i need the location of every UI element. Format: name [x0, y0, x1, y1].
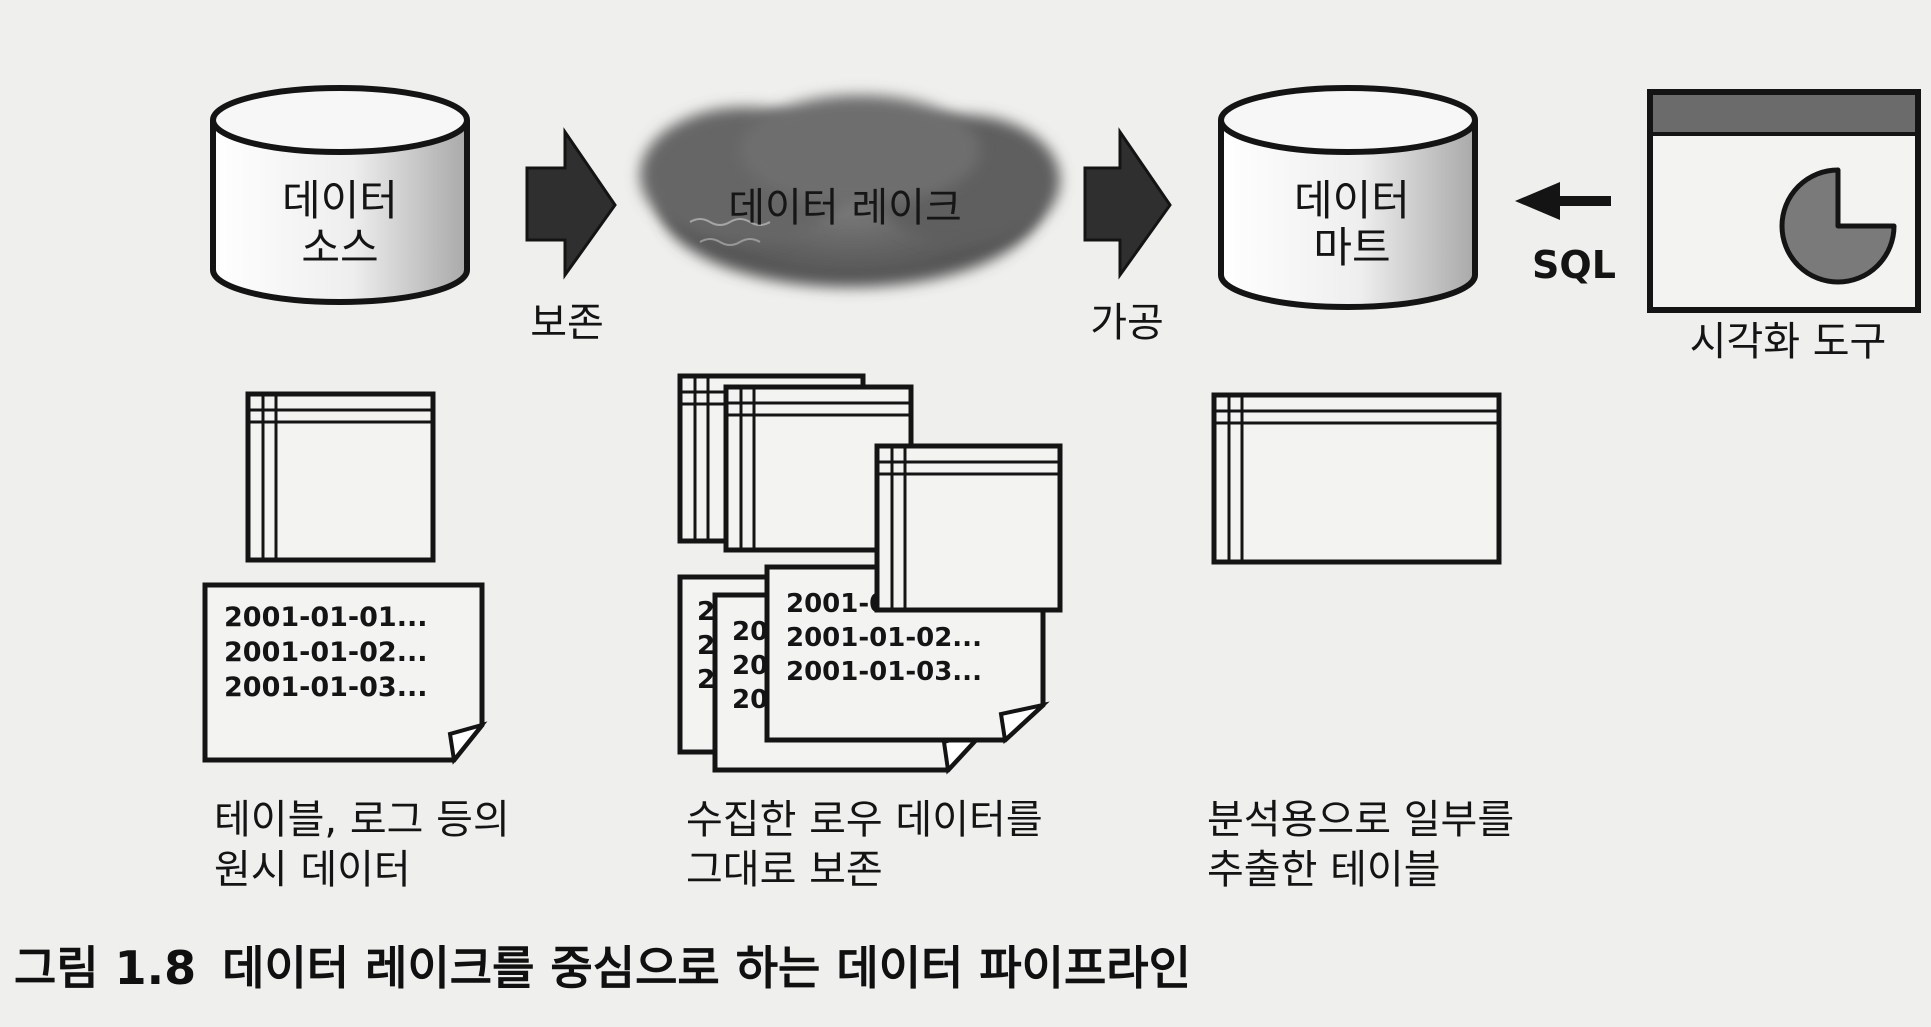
data-mart-label-line2: 마트	[1313, 223, 1390, 272]
source-caption-line1: 테이블, 로그 등의	[214, 797, 510, 843]
data-mart-cylinder: 데이터 마트	[1218, 85, 1478, 310]
lake-caption: 수집한 로우 데이터를 그대로 보존	[686, 795, 1043, 895]
log-fragment: 2	[697, 665, 715, 695]
log-fragment: 20	[732, 685, 768, 715]
data-lake-cloud: 데이터 레이크	[640, 95, 1060, 287]
data-source-label-line1: 데이터	[282, 176, 398, 225]
pie-chart-icon	[1779, 167, 1897, 285]
log-line: 2001-0	[786, 589, 887, 619]
log-line: 2001-01-02...	[224, 637, 427, 668]
log-fragment: 20	[732, 651, 768, 681]
process-arrow	[1083, 127, 1172, 280]
sql-arrow-label: SQL	[1532, 243, 1616, 287]
log-line: 2001-01-01...	[224, 602, 427, 633]
lake-stacked-logs-icon: 2 2 2 20 20 20 2001-0 2001-01-02... 2001…	[677, 443, 1063, 775]
mart-caption: 분석용으로 일부를 추출한 테이블	[1207, 795, 1514, 895]
source-caption-line2: 원시 데이터	[214, 847, 411, 893]
visualization-tool-label: 시각화 도구	[1690, 319, 1887, 365]
figure-caption: 그림 1.8 데이터 레이크를 중심으로 하는 데이터 파이프라인	[14, 938, 1191, 998]
figure-number: 그림 1.8	[14, 941, 197, 995]
store-arrow	[525, 127, 617, 280]
process-arrow-label: 가공	[1090, 300, 1164, 346]
figure-title: 데이터 레이크를 중심으로 하는 데이터 파이프라인	[222, 941, 1191, 995]
data-mart-label-line1: 데이터	[1294, 176, 1410, 225]
log-fragment: 2	[697, 631, 715, 661]
log-fragment: 20	[732, 617, 768, 647]
lake-caption-line2: 그대로 보존	[686, 847, 883, 893]
mart-caption-line2: 추출한 테이블	[1207, 847, 1441, 893]
log-line: 2001-01-03...	[786, 657, 982, 687]
mart-table-icon	[1211, 392, 1502, 565]
log-fragment: 2	[697, 597, 715, 627]
mart-caption-line1: 분석용으로 일부를	[1207, 797, 1515, 843]
data-source-label-line2: 소스	[301, 223, 378, 272]
source-table-icon	[245, 391, 436, 563]
sql-arrow	[1515, 182, 1611, 220]
lake-table-front-overlay	[874, 443, 1063, 613]
log-line: 2001-01-03...	[224, 672, 427, 703]
log-line: 2001-01-02...	[786, 623, 982, 653]
lake-log-front: 2001-0 2001-01-02... 2001-01-03...	[764, 564, 1050, 745]
store-arrow-label: 보존	[530, 300, 604, 346]
data-lake-label: 데이터 레이크	[728, 185, 962, 231]
source-log-file-icon: 2001-01-01... 2001-01-02... 2001-01-03..…	[202, 582, 488, 765]
lake-caption-line1: 수집한 로우 데이터를	[686, 797, 1043, 843]
source-caption: 테이블, 로그 등의 원시 데이터	[214, 795, 510, 895]
visualization-tool-window	[1647, 89, 1921, 313]
data-source-cylinder: 데이터 소스	[210, 85, 470, 305]
